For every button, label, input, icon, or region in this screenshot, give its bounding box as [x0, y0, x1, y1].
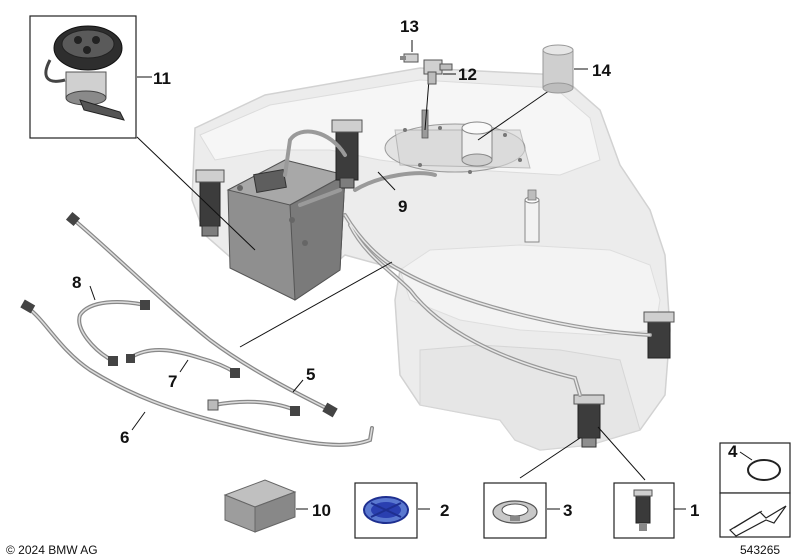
callout-8: 8: [72, 273, 81, 292]
callout-14: 14: [592, 61, 611, 80]
fuel-hose-7[interactable]: [126, 348, 240, 378]
callout-10: 10: [312, 501, 331, 520]
tank-service-plate[interactable]: [384, 109, 531, 174]
copyright-text: © 2024 BMW AG: [6, 543, 98, 557]
suction-jet-pump[interactable]: [573, 394, 605, 448]
callout-13: 13: [400, 17, 419, 36]
repair-kit-box-10[interactable]: [223, 479, 297, 533]
callout-dashes: [89, 68, 753, 510]
activated-charcoal-canister[interactable]: [226, 159, 347, 301]
connector-13[interactable]: [400, 53, 419, 63]
callout-4: 4: [728, 442, 738, 461]
fuel-hose-6[interactable]: [20, 299, 374, 447]
fuel-hose-5[interactable]: [65, 211, 338, 418]
inset-small-parts-arrow[interactable]: [719, 492, 791, 538]
callout-12: 12: [458, 65, 477, 84]
inset-o-ring-4[interactable]: [719, 442, 791, 494]
callout-9: 9: [398, 197, 407, 216]
fuel-hose-8[interactable]: [77, 300, 150, 366]
callout-3: 3: [563, 501, 572, 520]
left-pump-unit[interactable]: [195, 169, 225, 237]
t-piece-12[interactable]: [423, 59, 453, 85]
fuel-hose-short[interactable]: [207, 399, 300, 416]
callout-5: 5: [306, 365, 315, 384]
callout-1: 1: [690, 501, 699, 520]
callout-2: 2: [440, 501, 449, 520]
callout-11: 11: [153, 69, 171, 88]
vent-valve[interactable]: [524, 189, 540, 243]
callout-7: 7: [168, 372, 177, 391]
callout-6: 6: [120, 428, 129, 447]
upper-pump-unit[interactable]: [331, 119, 363, 189]
diagram-number: 543265: [740, 543, 780, 557]
inset-pump-1[interactable]: [613, 482, 675, 539]
right-pump-unit[interactable]: [643, 311, 675, 359]
inset-gasket-2[interactable]: [354, 482, 418, 539]
inset-fuel-pump-assembly[interactable]: [29, 15, 137, 139]
inset-lock-ring-3[interactable]: [483, 482, 547, 539]
cap-14[interactable]: [542, 44, 574, 94]
